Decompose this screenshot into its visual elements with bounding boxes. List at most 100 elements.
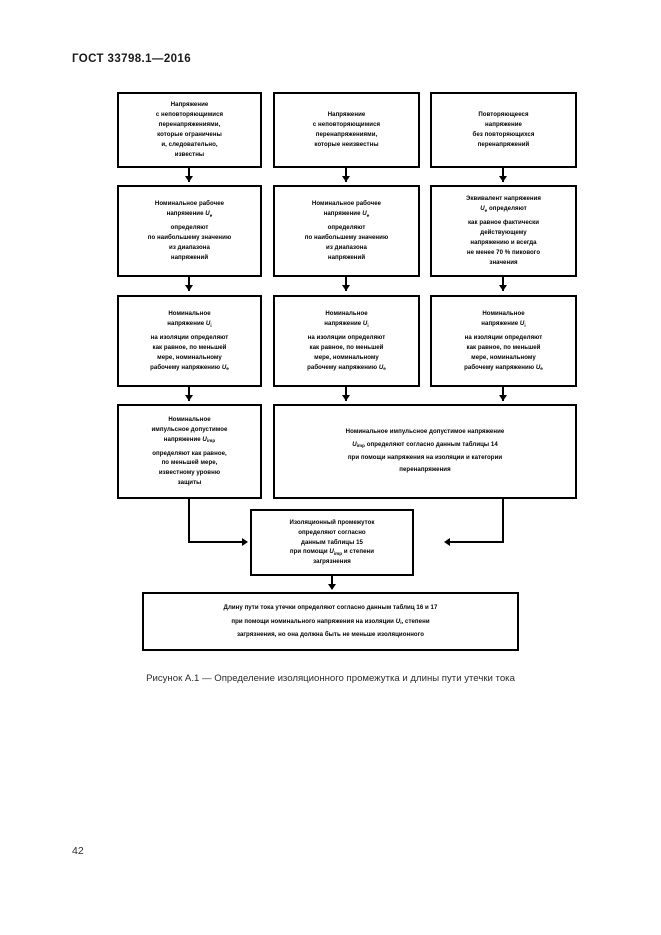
box-line: определяют согласно bbox=[298, 528, 366, 536]
box-line: напряжений bbox=[170, 253, 209, 261]
box-line: определяют bbox=[170, 224, 209, 232]
connector-arrow bbox=[184, 285, 193, 291]
box-line: Ue определяют bbox=[480, 205, 527, 213]
box-line: напряжение Ue bbox=[323, 210, 370, 218]
flow-box-voltage-non-repetitive-unknown: Напряжение с неповторяющимися перенапряж… bbox=[273, 92, 420, 168]
box-line: из диапазона bbox=[169, 243, 210, 251]
flow-box-voltage-non-repetitive-known: Напряжение с неповторяющимися перенапряж… bbox=[117, 92, 262, 168]
box-line: перенапряжениями, bbox=[315, 131, 378, 138]
box-line: Эквивалент напряжения bbox=[465, 195, 542, 203]
box-line: которые неизвестны bbox=[314, 140, 379, 148]
box-line: напряжение Ui bbox=[167, 320, 212, 328]
connector-arrow bbox=[341, 395, 350, 401]
box-line: рабочему напряжению Ue bbox=[464, 363, 543, 372]
flow-box-voltage-equivalent: Эквивалент напряжения Ue определяют как … bbox=[430, 185, 577, 277]
connector-arrow bbox=[184, 176, 193, 182]
box-line: как равное, по меньшей bbox=[152, 344, 227, 351]
box-line: мере, номинальному bbox=[157, 353, 222, 361]
box-line: напряжение Ui bbox=[481, 320, 526, 328]
box-line: напряжение Ui bbox=[324, 320, 369, 328]
connector-line bbox=[188, 387, 191, 401]
box-line: по наибольшему значению bbox=[304, 234, 389, 241]
box-line: загрязнения, но она должна быть не меньш… bbox=[236, 631, 424, 639]
flow-box-rated-operating-voltage-middle: Номинальное рабочее напряжение Ue опреде… bbox=[273, 185, 420, 277]
box-line: значения bbox=[489, 258, 518, 266]
connector-line bbox=[188, 168, 191, 182]
box-line: Номинальное bbox=[168, 310, 211, 318]
box-line: мере, номинальному bbox=[314, 353, 379, 361]
box-line: и, следовательно, bbox=[161, 140, 218, 148]
box-line: перенапряжений bbox=[477, 140, 530, 148]
connector-line bbox=[502, 387, 505, 401]
flow-box-rated-impulse-voltage-known-protection: Номинальное импульсное допустимое напряж… bbox=[117, 404, 262, 499]
box-line: определяют как равное, bbox=[152, 449, 227, 457]
box-line: перенапряжения bbox=[399, 466, 451, 474]
connector-line bbox=[502, 499, 505, 543]
box-line: Повторяющееся bbox=[478, 111, 529, 119]
connector-arrow bbox=[444, 537, 450, 546]
figure-caption: Рисунок А.1 — Определение изоляционного … bbox=[146, 673, 515, 684]
connector-line bbox=[188, 499, 191, 543]
connector-arrow bbox=[498, 395, 507, 401]
connector-line bbox=[502, 168, 505, 182]
flow-box-rated-insulation-voltage-middle: Номинальное напряжение Ui на изоляции оп… bbox=[273, 295, 420, 387]
flow-box-creepage-distance: Длину пути тока утечки определяют соглас… bbox=[142, 592, 519, 651]
flow-box-rated-operating-voltage-left: Номинальное рабочее напряжение Ue опреде… bbox=[117, 185, 262, 277]
box-line: действующему bbox=[480, 229, 527, 237]
box-line: напряжение Ue bbox=[166, 210, 213, 218]
connector-line bbox=[345, 168, 348, 182]
box-line: импульсное допустимое bbox=[151, 425, 228, 433]
connector-line bbox=[345, 277, 348, 291]
box-line: загрязнения bbox=[313, 558, 351, 566]
flow-box-rated-insulation-voltage-left: Номинальное напряжение Ui на изоляции оп… bbox=[117, 295, 262, 387]
page-number: 42 bbox=[72, 845, 84, 857]
connector-line bbox=[188, 277, 191, 291]
connector-line bbox=[188, 541, 244, 544]
box-line: напряжению и всегда bbox=[470, 238, 537, 246]
document-header: ГОСТ 33798.1—2016 bbox=[72, 53, 192, 65]
connector-line bbox=[448, 541, 504, 544]
box-line: Номинальное bbox=[482, 310, 525, 318]
box-line: не менее 70 % пикового bbox=[466, 248, 541, 256]
box-line: Uimp определяют согласно данным таблицы … bbox=[352, 440, 498, 449]
box-line: при помощи напряжения на изоляции и кате… bbox=[347, 453, 503, 461]
box-line: определяют bbox=[327, 224, 366, 232]
box-line: из диапазона bbox=[326, 243, 367, 251]
flow-box-rated-insulation-voltage-right: Номинальное напряжение Ui на изоляции оп… bbox=[430, 295, 577, 387]
box-line: данным таблицы 15 bbox=[301, 538, 363, 546]
connector-arrow bbox=[341, 176, 350, 182]
box-line: по наибольшему значению bbox=[147, 234, 232, 241]
box-line: на изоляции определяют bbox=[150, 334, 229, 342]
flow-box-insulation-clearance: Изоляционный промежуток определяют согла… bbox=[250, 509, 414, 576]
box-line: Напряжение bbox=[170, 101, 209, 109]
box-line: напряжений bbox=[327, 253, 366, 261]
box-line: известны bbox=[174, 150, 205, 158]
box-line: при помощи Uimp и степени bbox=[289, 548, 375, 556]
box-line: Длину пути тока утечки определяют соглас… bbox=[223, 604, 438, 612]
box-line: с неповторяющимися bbox=[155, 111, 224, 119]
box-line: рабочему напряжению Ue bbox=[307, 363, 386, 372]
box-line: Номинальное рабочее bbox=[311, 200, 382, 208]
box-line: Номинальное bbox=[168, 415, 211, 423]
box-line: при помощи номинального напряжения на из… bbox=[231, 617, 430, 626]
box-line: Изоляционный промежуток bbox=[289, 518, 375, 526]
box-line: Номинальное импульсное допустимое напряж… bbox=[345, 427, 505, 435]
connector-arrow bbox=[242, 537, 248, 546]
connector-line bbox=[345, 387, 348, 401]
box-line: с неповторяющимися bbox=[312, 121, 381, 129]
box-line: на изоляции определяют bbox=[307, 334, 386, 342]
box-line: как равное фактически bbox=[467, 219, 540, 227]
connector-line bbox=[502, 277, 505, 291]
flow-box-rated-impulse-voltage-table14: Номинальное импульсное допустимое напряж… bbox=[273, 404, 577, 499]
connector-line bbox=[331, 576, 334, 588]
box-line: мере, номинальному bbox=[471, 353, 536, 361]
box-line: известному уровню bbox=[158, 469, 221, 477]
flow-box-voltage-repetitive-no-overvoltage: Повторяющееся напряжение без повторяющих… bbox=[430, 92, 577, 168]
connector-arrow bbox=[184, 395, 193, 401]
box-line: по меньшей мере, bbox=[161, 459, 218, 467]
box-line: перенапряжениями, bbox=[158, 121, 221, 129]
box-line: Номинальное рабочее bbox=[154, 200, 225, 208]
box-line: без повторяющихся bbox=[472, 131, 535, 138]
connector-arrow bbox=[498, 285, 507, 291]
